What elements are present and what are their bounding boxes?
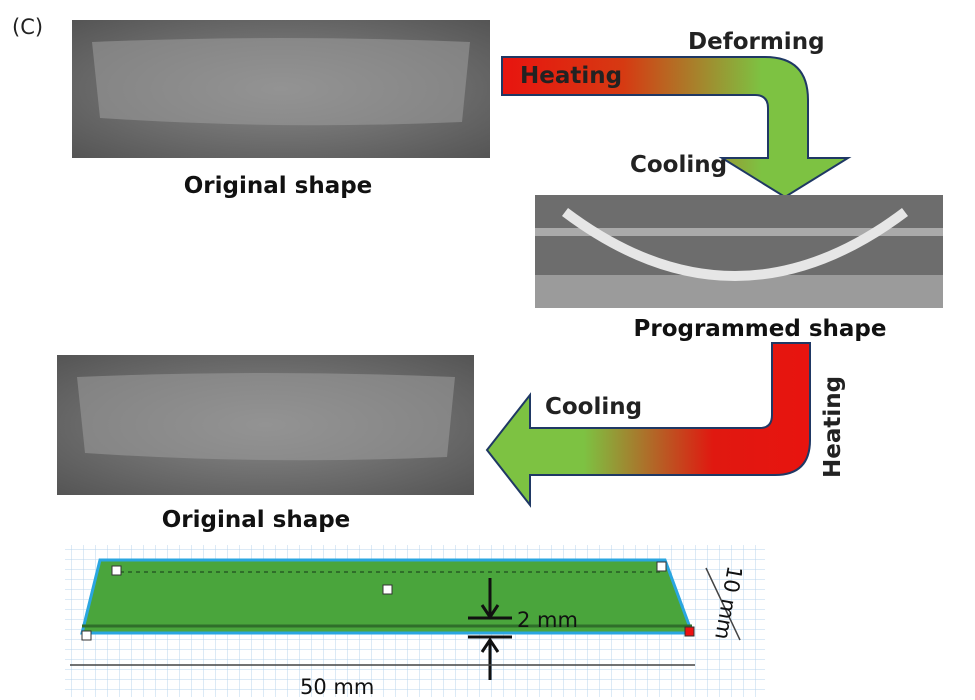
cooling-label-bottom: Cooling [545, 394, 642, 420]
heating-label-top: Heating [520, 63, 622, 89]
cad-model-drawing [65, 545, 765, 697]
deforming-label: Deforming [688, 29, 825, 55]
heating-label-bottom: Heating [820, 376, 846, 478]
original-shape-photo-top [72, 20, 490, 158]
length-dimension: 50 mm [300, 675, 374, 699]
cooling-label-top: Cooling [630, 152, 727, 178]
thickness-dimension: 2 mm [517, 608, 578, 632]
programmed-shape-label: Programmed shape [634, 316, 887, 342]
panel-label: (C) [12, 15, 43, 39]
original-shape-photo-bottom [57, 355, 474, 495]
original-shape-label-top: Original shape [184, 173, 373, 199]
original-shape-label-bottom: Original shape [162, 507, 351, 533]
programmed-shape-photo [535, 195, 943, 308]
heating-cooling-arrow [485, 342, 811, 508]
